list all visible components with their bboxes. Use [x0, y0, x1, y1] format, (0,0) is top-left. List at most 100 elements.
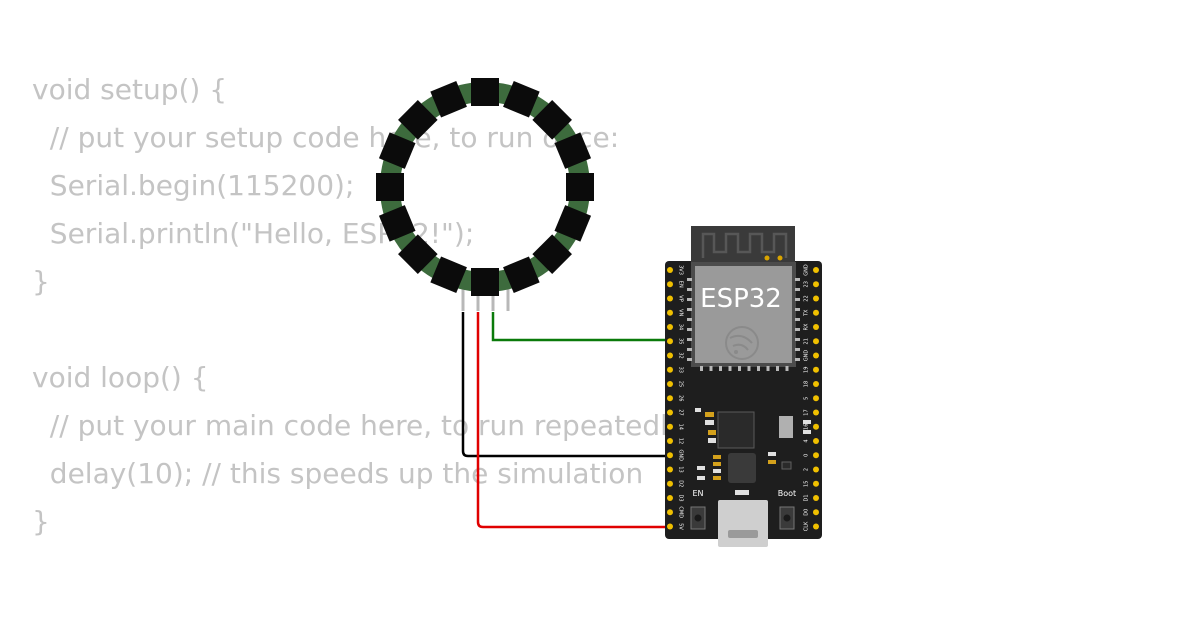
header-pin[interactable]	[667, 366, 673, 373]
en-button-cap	[694, 514, 702, 522]
esp32-board[interactable]: ESP32	[665, 226, 822, 547]
header-pin[interactable]	[813, 366, 819, 373]
module-pad	[795, 338, 800, 341]
module-pad	[785, 366, 789, 371]
module-pad	[776, 366, 779, 371]
module-pad	[687, 278, 692, 281]
module-pad	[795, 278, 800, 281]
header-pin[interactable]	[667, 438, 673, 444]
header-pin[interactable]	[813, 295, 819, 302]
module-pad	[795, 328, 800, 331]
header-pin[interactable]	[667, 495, 673, 501]
pin-label: 21	[804, 338, 810, 344]
boot-button-label: Boot	[778, 489, 796, 498]
pin-label: 3V3	[678, 265, 684, 275]
header-pin[interactable]	[667, 480, 673, 487]
pin-label: 4	[804, 439, 810, 442]
header-pin[interactable]	[667, 324, 673, 330]
micro-usb-opening	[728, 530, 758, 538]
header-pin[interactable]	[667, 352, 673, 359]
header-pin[interactable]	[813, 523, 819, 530]
neopixel-ring[interactable]	[376, 78, 594, 311]
header-pin[interactable]	[667, 395, 673, 402]
header-pin[interactable]	[813, 395, 819, 402]
chip-label: ESP32	[700, 284, 782, 314]
header-pin[interactable]	[813, 480, 819, 487]
header-pin[interactable]	[667, 509, 673, 516]
header-pin[interactable]	[813, 267, 819, 273]
module-pad	[719, 366, 722, 371]
module-pad	[766, 366, 770, 371]
module-pad	[795, 358, 800, 361]
pin-label: GND	[804, 264, 810, 276]
header-pin[interactable]	[813, 509, 819, 516]
header-pin[interactable]	[813, 466, 819, 473]
header-pin[interactable]	[667, 295, 673, 302]
header-pin[interactable]	[813, 309, 819, 316]
module-pad	[795, 288, 800, 291]
module-pad	[687, 328, 692, 331]
header-pin[interactable]	[813, 338, 819, 345]
header-pin[interactable]	[813, 452, 819, 459]
header-pin[interactable]	[813, 352, 819, 359]
header-pin[interactable]	[667, 267, 673, 273]
ring-pixel[interactable]	[376, 173, 404, 201]
header-pin[interactable]	[813, 324, 819, 330]
header-pin[interactable]	[667, 381, 673, 387]
module-pad	[687, 298, 692, 301]
pin-label: TX	[804, 309, 810, 317]
code-line: Serial.begin(115200);	[32, 169, 355, 202]
header-pin[interactable]	[667, 523, 673, 530]
header-pin[interactable]	[813, 423, 819, 430]
module-pad	[757, 366, 760, 371]
ring-pixel[interactable]	[554, 132, 592, 169]
code-line: void setup() {	[32, 73, 228, 106]
header-pin[interactable]	[813, 281, 819, 288]
boot-button-cap	[783, 514, 791, 522]
module-pad	[687, 308, 692, 311]
pin-label: 34	[678, 324, 684, 330]
pin-label: 5V	[678, 523, 684, 530]
ring-pixel[interactable]	[503, 256, 540, 294]
module-pad	[687, 358, 692, 361]
header-pin[interactable]	[667, 309, 673, 316]
antenna-trace-icon	[701, 232, 788, 258]
usb-uart-chip	[717, 411, 755, 449]
header-pin[interactable]	[667, 281, 673, 288]
wire-gnd[interactable]	[461, 312, 669, 458]
ring-pixel[interactable]	[378, 205, 416, 242]
header-pin[interactable]	[667, 338, 673, 345]
pin-label: 26	[678, 395, 684, 401]
header-pin[interactable]	[813, 438, 819, 444]
pin-label: D1	[804, 494, 810, 501]
header-pin[interactable]	[667, 466, 673, 473]
wire-vcc[interactable]	[476, 312, 669, 529]
header-pin[interactable]	[667, 409, 673, 416]
ring-pixel[interactable]	[471, 268, 499, 296]
pin-label: 18	[804, 381, 810, 387]
ring-pixel[interactable]	[430, 80, 467, 118]
ring-pixel[interactable]	[378, 132, 416, 169]
pin-label: 15	[804, 481, 810, 487]
header-pin[interactable]	[813, 409, 819, 416]
module-pad	[700, 366, 703, 371]
pin-label: 16	[804, 424, 810, 430]
header-pin[interactable]	[813, 381, 819, 387]
ring-pixel[interactable]	[503, 80, 540, 118]
pin-label: 25	[678, 381, 684, 387]
header-pin[interactable]	[813, 495, 819, 501]
ring-pixel[interactable]	[471, 78, 499, 106]
pin-label: GND	[678, 450, 684, 462]
header-pin[interactable]	[667, 423, 673, 430]
rf-shield-top	[695, 266, 792, 363]
pin-label: D2	[678, 480, 684, 487]
ring-pins	[461, 289, 510, 311]
micro-usb-port[interactable]	[718, 500, 768, 547]
ring-pixel[interactable]	[430, 256, 467, 294]
ring-pixel[interactable]	[566, 173, 594, 201]
ring-pixel[interactable]	[554, 205, 592, 242]
header-pin[interactable]	[667, 452, 673, 459]
code-line: void loop() {	[32, 361, 209, 394]
pin-label: 2	[804, 468, 810, 471]
